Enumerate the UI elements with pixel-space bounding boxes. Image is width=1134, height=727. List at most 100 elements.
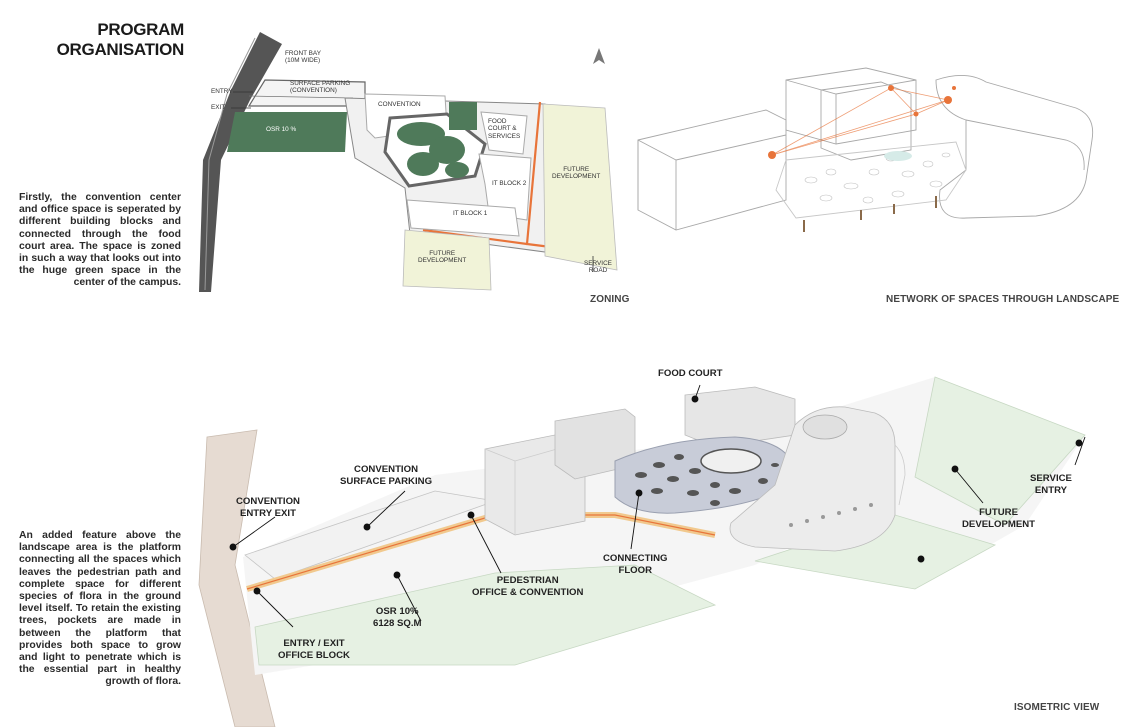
label-entry: ENTRY xyxy=(211,88,233,95)
label-convention: CONVENTION xyxy=(378,101,421,108)
ptr-connecting-floor xyxy=(630,492,640,550)
feature-paragraph: An added feature above the landscape are… xyxy=(19,530,181,688)
label-iso-future-dev: FUTURE DEVELOPMENT xyxy=(962,507,1035,530)
osr-line-2: 6128 SQ.M xyxy=(373,617,422,629)
it-block-1 xyxy=(406,199,520,237)
front-bay-line-1: FRONT BAY xyxy=(285,50,321,57)
network-left-block xyxy=(637,109,787,231)
label-it-block-1: IT BLOCK 1 xyxy=(453,210,488,217)
label-iso-osr: OSR 10% 6128 SQ.M xyxy=(373,606,422,629)
iso-swirl-roof xyxy=(802,414,848,440)
connecting-line-2: FLOOR xyxy=(618,564,653,576)
north-arrow-icon xyxy=(593,48,605,64)
future-bottom-line-1: FUTURE xyxy=(429,250,456,257)
osr-green xyxy=(227,112,347,152)
ptr-conv-entry xyxy=(232,516,276,548)
conv-entry-line-2: ENTRY EXIT xyxy=(239,507,296,519)
future-zone-right xyxy=(542,103,618,271)
caption-zoning: ZONING xyxy=(590,294,630,305)
conv-entry-line-1: CONVENTION xyxy=(236,496,300,507)
main-road xyxy=(199,32,282,292)
network-right-block xyxy=(935,75,1094,219)
court-green-3 xyxy=(407,152,439,176)
service-line-2: ROAD xyxy=(588,267,608,275)
pedestrian-line-1: PEDESTRIAN xyxy=(496,575,559,586)
network-platform xyxy=(775,141,967,219)
network-node-3 xyxy=(913,111,919,117)
court-green-1 xyxy=(397,122,445,146)
entry-office-line-1: ENTRY / EXIT xyxy=(283,638,345,649)
caption-isometric: ISOMETRIC VIEW xyxy=(1014,702,1100,713)
network-node-1 xyxy=(768,151,776,159)
network-node-4 xyxy=(944,96,952,104)
ptr-entry-office xyxy=(256,590,294,628)
food-court-block xyxy=(480,111,528,155)
label-surface-parking: SURFACE PARKING (CONVENTION) xyxy=(290,80,350,95)
road-edge xyxy=(204,37,256,291)
food-line-1: FOOD xyxy=(488,118,507,125)
network-diagram xyxy=(637,67,1094,232)
iso-it-building-edge xyxy=(894,444,906,506)
label-food-court: FOOD COURT & SERVICES xyxy=(488,118,520,140)
label-iso-conv-entry: CONVENTION ENTRY EXIT xyxy=(236,496,300,519)
ptr-osr xyxy=(396,574,422,622)
pedestrian-line-2: OFFICE & CONVENTION xyxy=(472,586,584,598)
future-zone-bottom xyxy=(402,229,492,291)
network-left-block-edges xyxy=(637,134,787,230)
iso-osr-green xyxy=(254,564,717,666)
title-line-2: ORGANISATION xyxy=(56,40,185,59)
ptr-future-dev xyxy=(954,468,984,504)
network-node-5 xyxy=(952,86,956,90)
iso-floor-holes xyxy=(635,454,779,506)
network-water xyxy=(884,151,912,161)
osr-line-1: OSR 10% xyxy=(375,606,419,617)
iso-floor-opening xyxy=(700,448,762,474)
food-line-2: COURT & xyxy=(488,125,517,133)
service-entry-line-1: SERVICE xyxy=(1030,473,1072,484)
green-rect xyxy=(449,102,477,130)
ptr-conv-parking xyxy=(366,490,406,528)
zoning-plan xyxy=(199,32,618,292)
label-front-bay: FRONT BAY (10M WIDE) xyxy=(285,50,321,65)
network-right-edge xyxy=(965,119,1085,171)
iso-it-windows xyxy=(789,503,873,527)
network-link-3 xyxy=(771,99,949,156)
future-right-line-1: FUTURE xyxy=(563,166,590,173)
network-link-1 xyxy=(771,87,917,156)
label-exit: EXIT xyxy=(211,104,226,111)
label-future-right: FUTURE DEVELOPMENT xyxy=(552,166,600,181)
label-osr: OSR 10 % xyxy=(266,126,297,133)
label-future-bottom: FUTURE DEVELOPMENT xyxy=(418,250,466,265)
label-iso-conv-parking: CONVENTION SURFACE PARKING xyxy=(340,464,432,487)
future-right-line-2: DEVELOPMENT xyxy=(552,173,601,181)
label-iso-connecting-floor: CONNECTING FLOOR xyxy=(603,553,668,576)
court-green-2 xyxy=(429,136,465,164)
label-iso-food-court: FOOD COURT xyxy=(658,368,723,379)
service-entry-line-2: ENTRY xyxy=(1034,484,1068,496)
future-bottom-line-2: DEVELOPMENT xyxy=(418,257,467,265)
parking-line-2: (CONVENTION) xyxy=(290,87,337,95)
network-mid-block xyxy=(820,81,912,161)
iso-it-building xyxy=(729,406,896,552)
ptr-pedestrian xyxy=(470,514,502,574)
label-service-road: SERVICE ROAD xyxy=(584,260,612,275)
parking-line-1: SURFACE PARKING xyxy=(290,80,351,87)
network-node-2 xyxy=(888,85,894,91)
food-line-3: SERVICES xyxy=(488,132,521,140)
future-dev-line-1: FUTURE xyxy=(979,507,1018,518)
isometric-view xyxy=(198,376,1086,727)
conv-parking-line-1: CONVENTION xyxy=(354,464,418,475)
label-iso-service-entry: SERVICE ENTRY xyxy=(1030,473,1072,496)
network-link-4 xyxy=(915,99,949,115)
conv-parking-line-2: SURFACE PARKING xyxy=(340,475,433,487)
iso-future-green-top xyxy=(914,376,1086,526)
front-bay-line-2: (10M WIDE) xyxy=(285,57,321,65)
parking-line xyxy=(248,95,354,99)
future-dev-line-2: DEVELOPMENT xyxy=(962,518,1036,530)
intro-paragraph: Firstly, the convention center and offic… xyxy=(19,192,181,289)
service-line-1: SERVICE xyxy=(584,260,612,267)
caption-network: NETWORK OF SPACES THROUGH LANDSCAPE xyxy=(886,294,1120,305)
entry-office-line-2: OFFICE BLOCK xyxy=(278,649,350,661)
network-link-2 xyxy=(890,87,949,101)
connecting-line-1: CONNECTING xyxy=(603,553,668,564)
